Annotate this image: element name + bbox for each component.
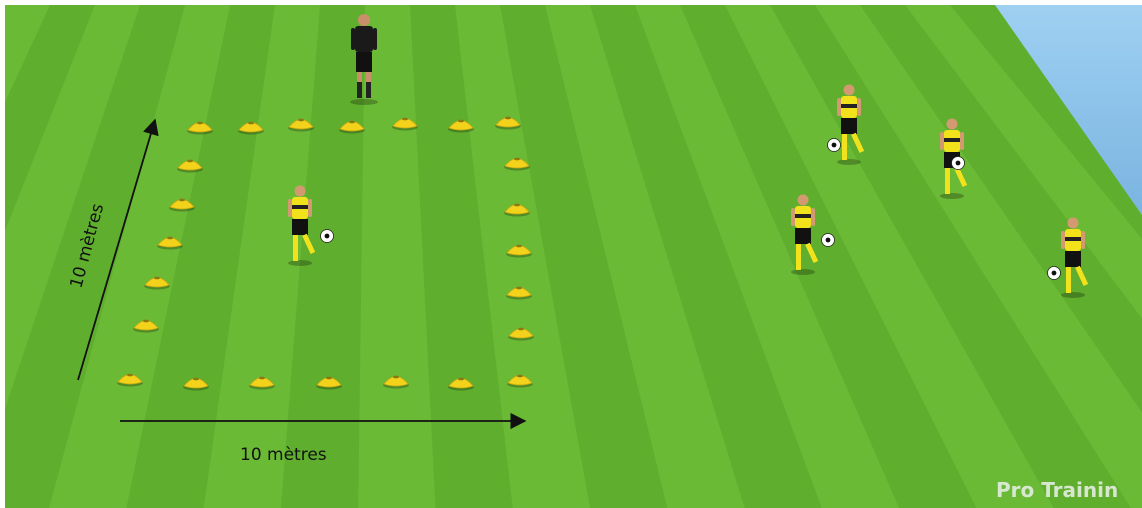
football (828, 139, 841, 152)
football (1048, 267, 1061, 280)
width-label: 10 mètres (240, 445, 327, 465)
watermark-text: Pro Trainin (996, 478, 1118, 502)
football (822, 234, 835, 247)
football (952, 157, 965, 170)
football (321, 230, 334, 243)
